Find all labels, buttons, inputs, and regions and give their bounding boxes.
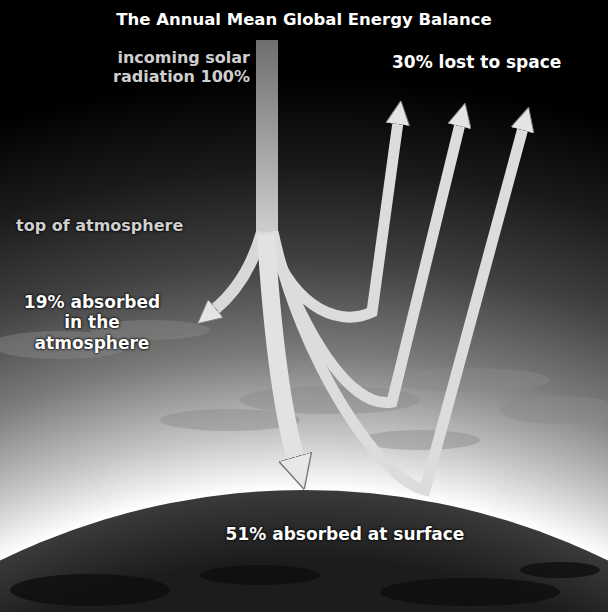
atmosphere-absorption-label: 19% absorbed in the atmosphere bbox=[22, 292, 162, 353]
reflected-arrow bbox=[273, 128, 523, 490]
absorbed-atmosphere-arrow bbox=[214, 232, 262, 310]
incoming-label: incoming solar radiation 100% bbox=[76, 48, 250, 86]
incoming-beam bbox=[256, 40, 278, 236]
earth bbox=[0, 490, 608, 612]
atmosphere-top-label: top of atmosphere bbox=[16, 216, 183, 235]
space-loss-label: 30% lost to space bbox=[392, 52, 561, 72]
absorbed-surface-arrow bbox=[266, 235, 296, 460]
diagram-title: The Annual Mean Global Energy Balance bbox=[0, 10, 608, 30]
surface-absorption-label: 51% absorbed at surface bbox=[200, 524, 490, 544]
radiation-arrows bbox=[214, 122, 523, 490]
reflected-arrow bbox=[270, 124, 460, 403]
earth-surface-pattern bbox=[10, 562, 600, 606]
